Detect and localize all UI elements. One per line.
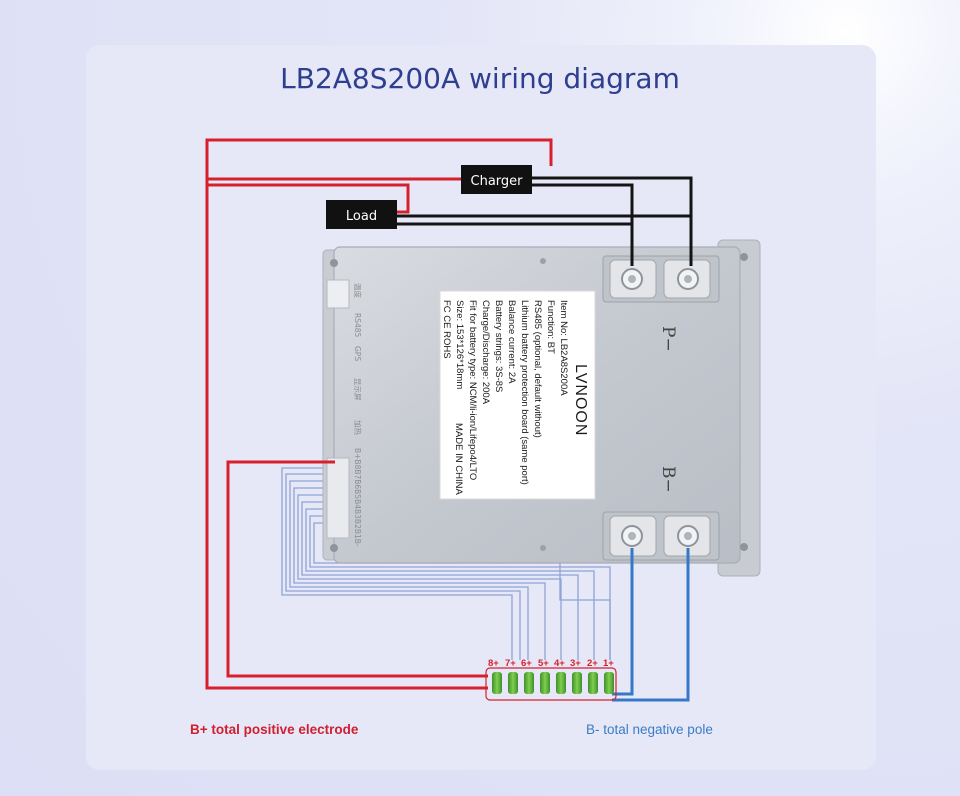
negative-wires	[612, 548, 690, 702]
port-rs485: RS485	[353, 313, 362, 338]
terminal-b: B−	[602, 466, 720, 561]
charger-load-wires	[397, 176, 693, 266]
port-heat: 加热	[353, 420, 363, 435]
svg-text:Item No: LB2A8S200A: Item No: LB2A8S200A	[558, 300, 569, 396]
balance-wires	[281, 467, 611, 660]
cell-label-7: 7+	[505, 658, 516, 669]
cell-2	[588, 672, 598, 694]
port-temp: 温度	[353, 283, 363, 298]
port-display: 显示屏	[353, 378, 362, 401]
cell-3	[572, 672, 582, 694]
port-gps: GPS	[353, 346, 362, 361]
cell-label-8: 8+	[488, 658, 499, 669]
svg-text:FC CE ROHS: FC CE ROHS	[441, 300, 452, 359]
svg-text:Fit for battery type: NCM/li-i: Fit for battery type: NCM/li-ion/Lifepo4…	[467, 300, 478, 480]
cell-5	[540, 672, 550, 694]
cell-4	[556, 672, 566, 694]
product-label: LVNOON Item No: LB2A8S200A Function: BT …	[439, 290, 596, 500]
cell-label-1: 1+	[603, 658, 614, 669]
cell-1	[604, 672, 614, 694]
brand-name: LVNOON	[572, 364, 589, 436]
balance-pin-label: B+B8B7B6B5B4B3B2B1B-	[353, 448, 362, 547]
cell-label-4: 4+	[554, 658, 565, 669]
svg-text:Function: BT: Function: BT	[545, 300, 556, 354]
svg-text:Balance current: 2A: Balance current: 2A	[506, 300, 517, 384]
svg-text:Charge/Discharge: 200A: Charge/Discharge: 200A	[480, 300, 491, 405]
page-title: LB2A8S200A wiring diagram	[280, 62, 680, 95]
svg-text:MADE IN CHINA: MADE IN CHINA	[453, 423, 464, 495]
svg-text:Battery strings: 3S-8S: Battery strings: 3S-8S	[493, 300, 504, 392]
load-box: Load	[326, 200, 397, 229]
svg-text:Size: 153*126*18mm: Size: 153*126*18mm	[454, 300, 465, 389]
b-plus-label: B+ total positive electrode	[190, 722, 359, 737]
b-minus-label: B- total negative pole	[586, 722, 713, 737]
board-port-labels: 温度 RS485 GPS 显示屏 加热 B+B8B7B6B5B4B3B2B1B-	[353, 283, 363, 547]
cell-label-5: 5+	[538, 658, 549, 669]
cell-label-3: 3+	[570, 658, 581, 669]
cell-label-2: 2+	[587, 658, 598, 669]
cell-8	[492, 672, 502, 694]
svg-text:Lithium battery protection boa: Lithium battery protection board (same p…	[519, 300, 530, 485]
terminal-p-label: P−	[658, 326, 678, 352]
cell-label-6: 6+	[521, 658, 532, 669]
charger-box: Charger	[461, 165, 532, 194]
charger-label: Charger	[471, 174, 524, 189]
load-label: Load	[346, 209, 377, 224]
battery-pack: 8+ 7+ 6+ 5+ 4+ 3+ 2+ 1+	[485, 658, 617, 701]
terminal-p: P−	[602, 255, 720, 352]
svg-text:RS485 (optional, default witho: RS485 (optional, default without)	[532, 300, 543, 438]
terminal-b-label: B−	[658, 466, 678, 493]
cell-6	[524, 672, 534, 694]
cell-7	[508, 672, 518, 694]
positive-wires	[205, 138, 553, 690]
